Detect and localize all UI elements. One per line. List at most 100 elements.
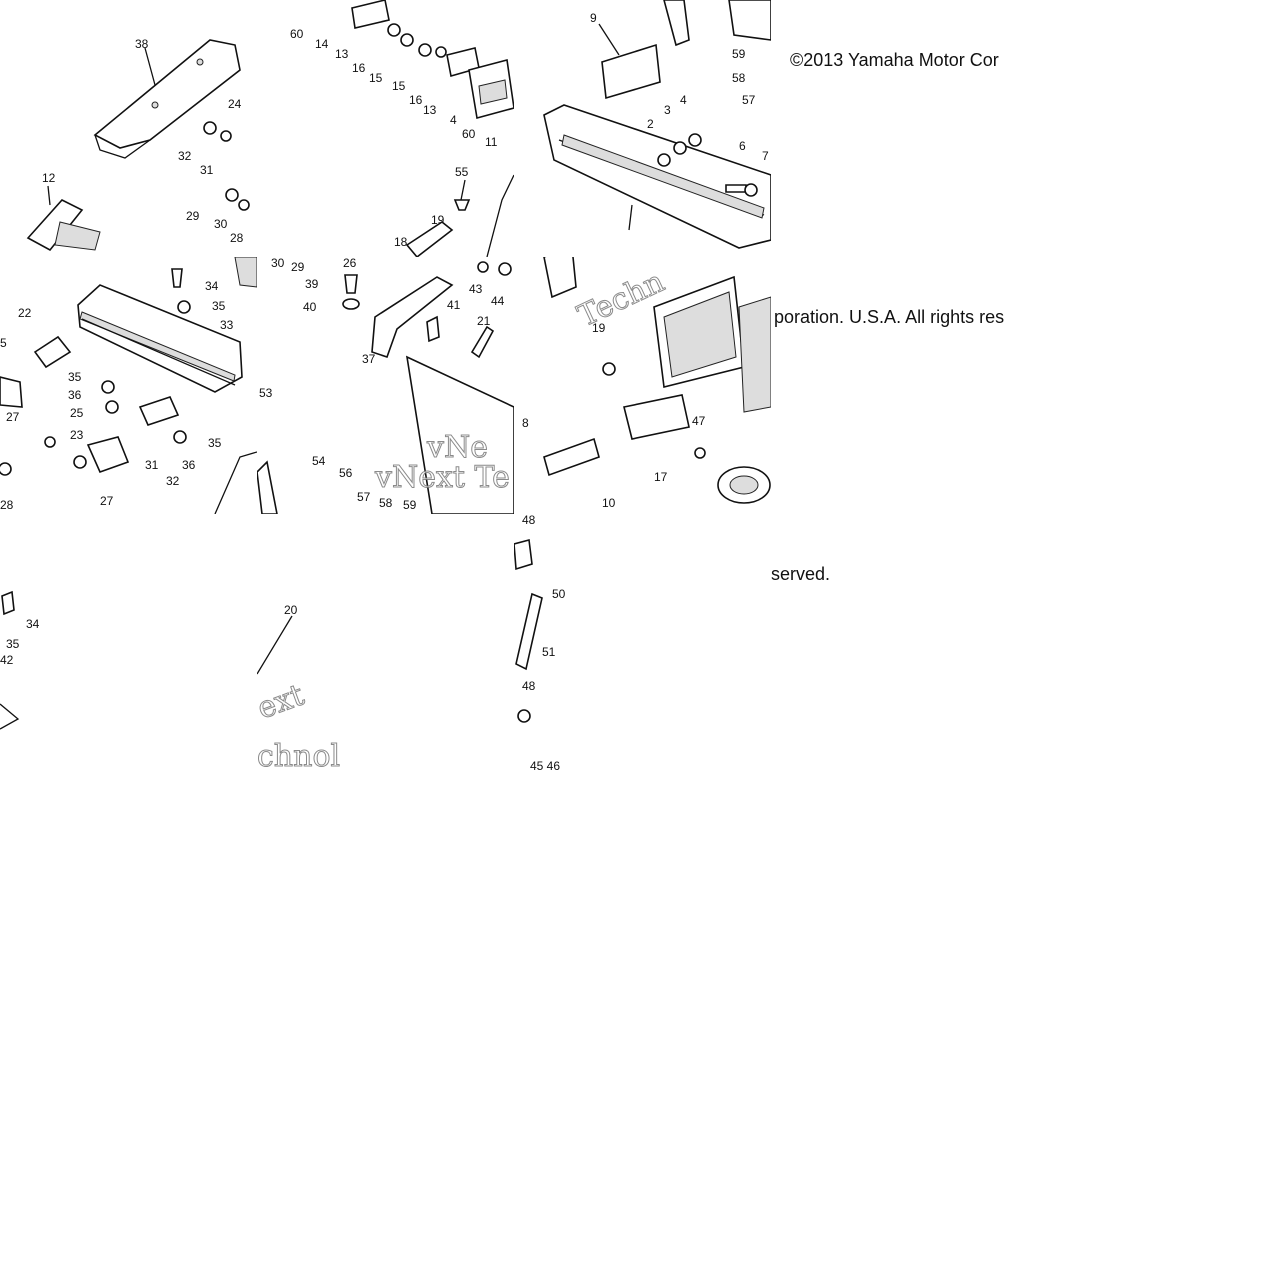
callout-18: 18 (394, 235, 408, 249)
callout-29b: 29 (291, 260, 305, 274)
part-51-strip (515, 592, 543, 671)
callout-51: 51 (542, 645, 556, 659)
tile-f-drawing: 19 17 47 8 10 5 Techn (522, 257, 771, 510)
callout-59b: 59 (403, 498, 417, 512)
callout-13: 13 (335, 47, 349, 61)
callout-60b: 60 (462, 127, 476, 141)
callout-23: 23 (70, 428, 84, 442)
part-13-upper (351, 0, 390, 29)
diagram-tile-h: 20 ext chnol (257, 514, 514, 771)
diagram-tile-g: 34 35 42 (0, 514, 257, 771)
callout-58b: 58 (379, 496, 393, 510)
callout-48b: 48 (522, 679, 536, 693)
callout-58: 58 (732, 71, 746, 85)
callout-36b: 36 (182, 458, 196, 472)
callout-37: 37 (362, 352, 376, 366)
callout-5: 5 (0, 336, 7, 350)
callout-56: 56 (339, 466, 353, 480)
callout-55: 55 (455, 165, 469, 179)
watermark-text: vNext Te (374, 460, 510, 495)
copyright-line-1: ©2013 Yamaha Motor Cor (790, 50, 999, 70)
callout-4b: 4 (680, 93, 687, 107)
callout-3: 3 (664, 103, 671, 117)
callout-30b: 30 (271, 257, 285, 270)
callout-12: 12 (42, 171, 56, 185)
callout-40: 40 (303, 300, 317, 314)
callout-22: 22 (18, 306, 32, 320)
copyright-line-3: served. (771, 564, 831, 584)
diagram-tile-i: 48 50 51 48 45 46 (514, 514, 771, 771)
callout-45-46: 45 46 (530, 759, 560, 771)
callout-17: 17 (654, 470, 668, 484)
part-filter (738, 296, 771, 413)
callout-2: 2 (647, 117, 654, 131)
tile-d-drawing: 33 34 35 22 5 35 36 25 27 23 31 32 36 35… (0, 257, 257, 514)
diagram-tile-b: 60 14 13 16 15 15 16 13 4 60 11 55 19 18 (257, 0, 514, 257)
callout-16: 16 (352, 61, 366, 75)
callout-19b: 19 (592, 321, 606, 335)
callout-60: 60 (290, 27, 304, 41)
diagram-tile-d: 33 34 35 22 5 35 36 25 27 23 31 32 36 35… (0, 257, 257, 514)
callout-10: 10 (602, 496, 616, 510)
callout-25: 25 (70, 406, 84, 420)
callout-34b: 34 (26, 617, 40, 631)
callout-4: 4 (450, 113, 457, 127)
callout-7: 7 (762, 149, 769, 163)
part-38 (93, 39, 241, 149)
tile-a-drawing: 38 32 31 24 12 29 30 28 (26, 37, 250, 252)
copyright-line-2: poration. U.S.A. All rights res (774, 307, 1005, 327)
callout-31: 31 (200, 163, 214, 177)
callout-33: 33 (220, 318, 234, 332)
tile-h-drawing: 20 ext chnol (257, 603, 341, 771)
callout-32: 32 (178, 149, 192, 163)
diagram-tile-c: 9 59 58 57 2 3 4 6 7 (514, 0, 771, 257)
watermark-text-d: chnol (257, 739, 340, 771)
part-12 (26, 199, 84, 252)
tile-b-drawing: 60 14 13 16 15 15 16 13 4 60 11 55 19 18 (290, 0, 514, 257)
callout-35b: 35 (68, 370, 82, 384)
callout-53: 53 (259, 386, 273, 400)
part-9-plate (601, 43, 661, 100)
callout-6: 6 (739, 139, 746, 153)
callout-13b: 13 (423, 103, 437, 117)
callout-54: 54 (312, 454, 326, 468)
callout-11: 11 (485, 135, 498, 149)
callout-15: 15 (369, 71, 383, 85)
callout-57: 57 (742, 93, 756, 107)
tile-e-drawing: 30 29 26 39 40 37 41 43 44 21 54 56 57 5… (257, 257, 514, 514)
callout-31b: 31 (145, 458, 159, 472)
callout-57b: 57 (357, 490, 371, 504)
callout-35: 35 (212, 299, 226, 313)
callout-42: 42 (0, 653, 14, 667)
callout-39: 39 (305, 277, 319, 291)
callout-59: 59 (732, 47, 746, 61)
callout-35c: 35 (208, 436, 222, 450)
callout-30: 30 (214, 217, 228, 231)
callout-43: 43 (469, 282, 483, 296)
diagram-tile-e: 30 29 26 39 40 37 41 43 44 21 54 56 57 5… (257, 257, 514, 514)
callout-28: 28 (230, 231, 244, 245)
callout-41: 41 (447, 298, 461, 312)
callout-24: 24 (228, 97, 242, 111)
callout-15b: 15 (392, 79, 406, 93)
part-side-panel (405, 355, 514, 514)
callout-38: 38 (135, 37, 149, 51)
callout-8: 8 (522, 416, 529, 430)
callout-27: 27 (6, 410, 20, 424)
callout-27b: 27 (100, 494, 114, 508)
callout-32b: 32 (166, 474, 180, 488)
tile-i-drawing: 48 50 51 48 45 46 (514, 514, 566, 771)
part-grip-right (234, 257, 257, 288)
part-17-guard (623, 394, 690, 440)
callout-14: 14 (315, 37, 329, 51)
callout-47: 47 (692, 414, 706, 428)
callout-16b: 16 (409, 93, 423, 107)
diagram-tile-a: 38 32 31 24 12 29 30 28 (0, 0, 257, 257)
callout-29: 29 (186, 209, 200, 223)
callout-36: 36 (68, 388, 82, 402)
part-37-bracket (371, 276, 454, 359)
tile-c-drawing: 9 59 58 57 2 3 4 6 7 (543, 0, 771, 249)
callout-35d: 35 (6, 637, 20, 651)
part-10-plate (543, 437, 600, 477)
callout-48: 48 (522, 514, 536, 527)
